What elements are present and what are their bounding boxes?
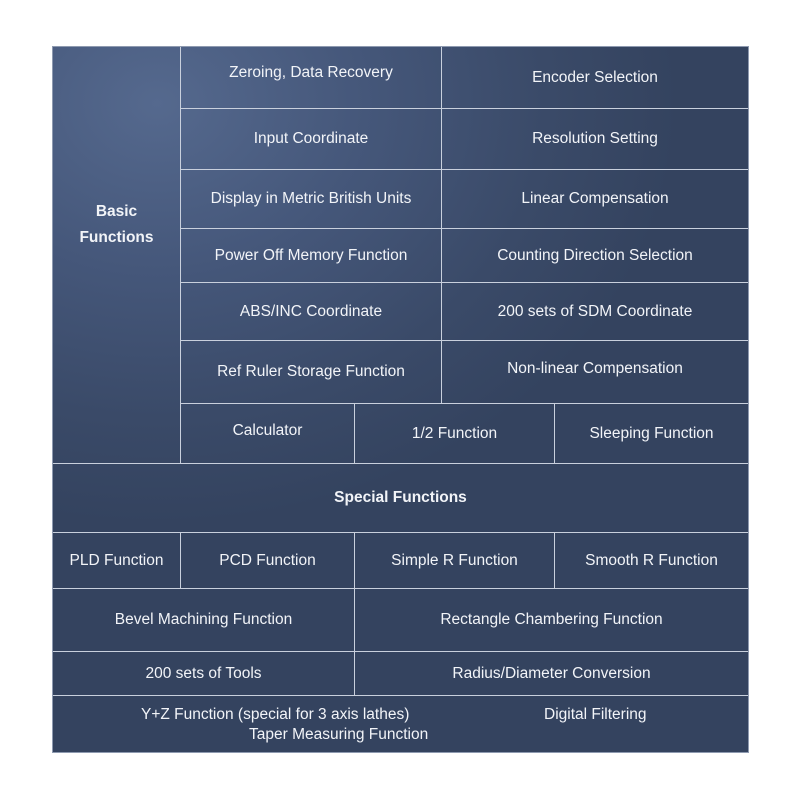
basic-cell: ABS/INC Coordinate [180,282,441,340]
basic-cell: Power Off Memory Function [180,228,441,282]
special-cell: PCD Function [180,532,354,588]
basic-cell: Resolution Setting [441,108,748,169]
basic-cell: Input Coordinate [180,108,441,169]
special-cell: Y+Z Function (special for 3 axis lathes) [141,706,410,723]
special-cell: PLD Function [53,532,180,588]
basic-cell: Sleeping Function [554,403,748,463]
special-cell: Radius/Diameter Conversion [354,651,748,695]
functions-table: Basic Functions Zeroing, Data Recovery E… [52,46,749,753]
basic-cell: Counting Direction Selection [441,228,748,282]
basic-heading-line2: Functions [79,229,154,246]
special-cell: Bevel Machining Function [53,588,354,651]
special-cell: Simple R Function [354,532,554,588]
basic-cell: Linear Compensation [441,169,748,228]
basic-cell: 1/2 Function [354,403,554,463]
basic-cell: Display in Metric British Units [180,169,441,228]
special-functions-heading: Special Functions [53,463,748,532]
special-cell: Smooth R Function [554,532,748,588]
special-cell: Taper Measuring Function [249,726,429,743]
special-cell: Rectangle Chambering Function [354,588,748,651]
basic-functions-heading: Basic Functions [53,47,180,463]
basic-cell: Non-linear Compensation [441,340,748,403]
special-cell: Digital Filtering [544,706,647,723]
special-last-row: Y+Z Function (special for 3 axis lathes)… [53,695,748,752]
basic-cell: Zeroing, Data Recovery [180,47,441,108]
basic-heading-line1: Basic [95,203,138,220]
basic-cell: 200 sets of SDM Coordinate [441,282,748,340]
basic-cell: Ref Ruler Storage Function [180,340,441,403]
special-cell: 200 sets of Tools [53,651,354,695]
basic-cell: Calculator [180,403,354,463]
basic-cell: Encoder Selection [441,47,748,108]
